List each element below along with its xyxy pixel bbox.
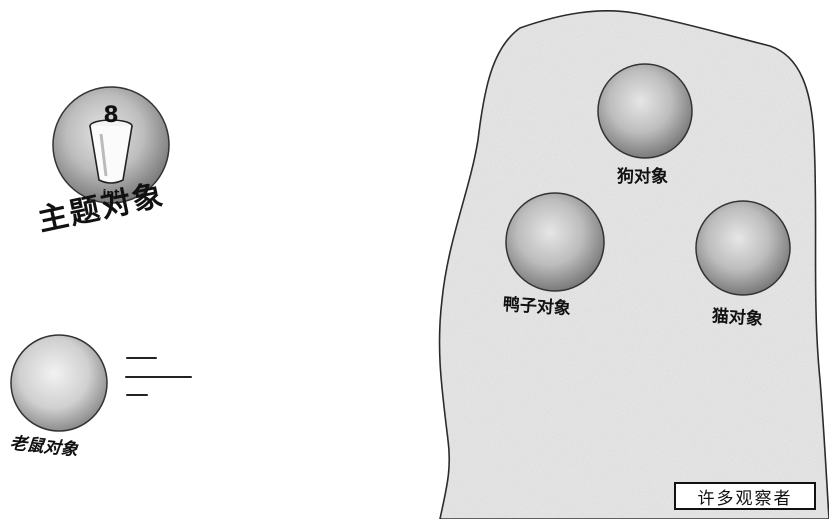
- subject-object: 8 int: [52, 86, 170, 204]
- cup-icon: [89, 119, 133, 184]
- cat-object: [695, 200, 791, 296]
- observers-region: [438, 10, 829, 519]
- subject-type-label: int: [103, 187, 120, 200]
- subject-value: 8: [103, 103, 118, 128]
- cat-label: 猫对象: [711, 306, 764, 330]
- dog-object: [597, 63, 693, 159]
- duck-object: [505, 192, 605, 292]
- dog-label: 狗对象: [617, 167, 668, 187]
- mouse-object: [10, 334, 108, 432]
- duck-label: 鸭子对象: [502, 294, 572, 320]
- observers-caption: 许多观察者: [674, 482, 816, 510]
- motion-lines: [125, 357, 192, 396]
